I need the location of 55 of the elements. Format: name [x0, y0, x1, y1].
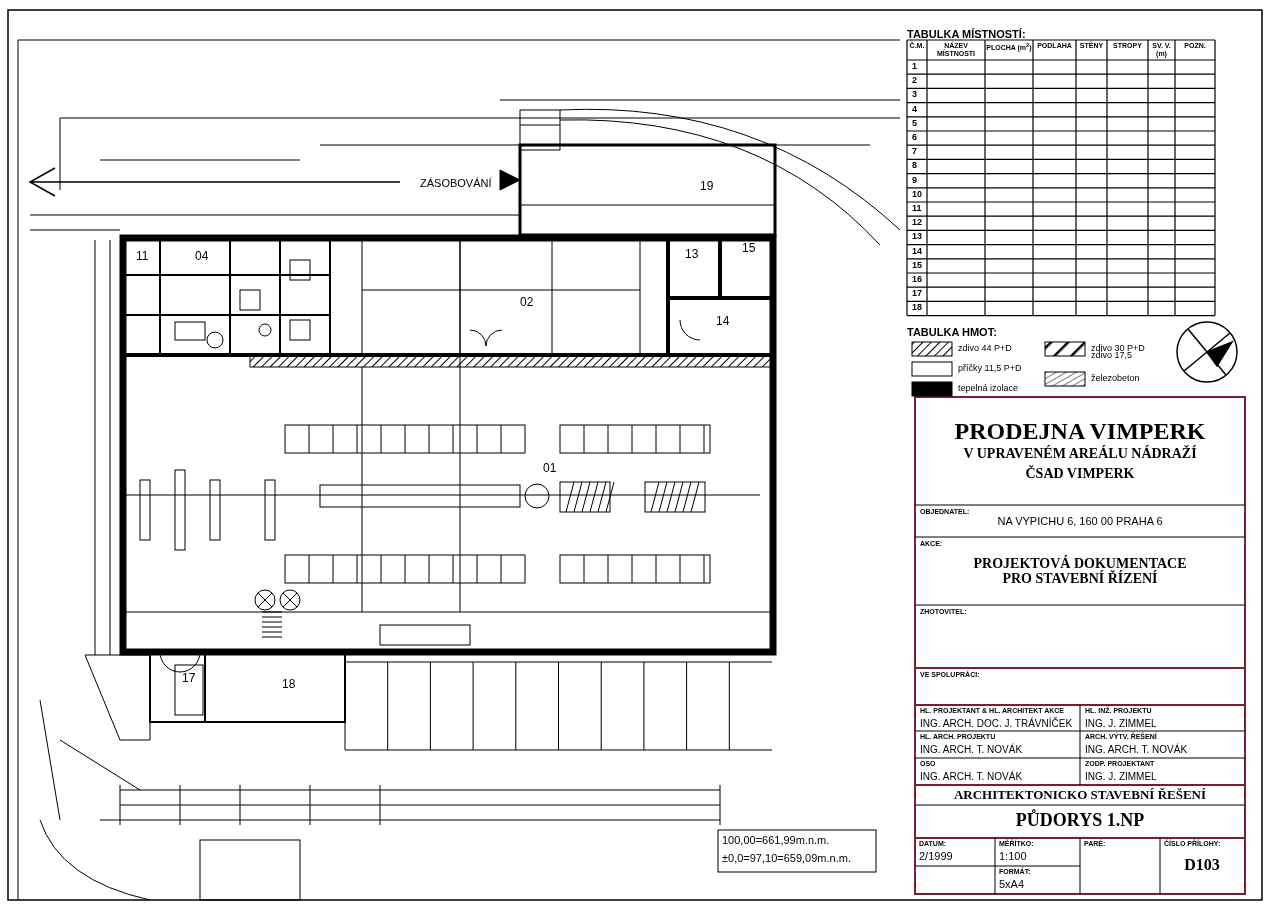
room-number: 7 [912, 147, 917, 158]
drawing-name: PŮDORYS 1.NP [1014, 811, 1146, 831]
room-number: 1 [912, 62, 917, 72]
elevation-note: 100,00=661,99m.n.m. [722, 834, 830, 847]
room-number: 18 [282, 678, 296, 692]
field-value: 5xA4 [999, 878, 1025, 891]
project-phase: PROJEKTOVÁ DOKUMENTACE PRO STAVEBNÍ ŘÍZENÍ [972, 556, 1188, 587]
room-number: 13 [912, 232, 922, 243]
table-title: TABULKA HMOT: [907, 326, 997, 339]
room-number: 5 [912, 118, 917, 129]
room-number: 14 [716, 315, 730, 329]
room-number: 19 [700, 180, 714, 194]
room-number: 12 [912, 218, 922, 229]
legend-label: zdivo 17,5 [1091, 351, 1133, 361]
person-name: ING. J. ZIMMEL [1085, 718, 1157, 729]
room-number: 14 [912, 246, 922, 257]
legend-label: zdivo 44 P+D [958, 344, 1012, 354]
person-name: ING. ARCH. T. NOVÁK [920, 744, 1023, 755]
room-number: 18 [912, 303, 922, 314]
drawing-subtitle: ČSAD VIMPERK [1024, 466, 1136, 482]
room-number: 4 [912, 104, 917, 115]
room-number: 01 [543, 462, 557, 476]
room-number: 11 [912, 204, 922, 214]
room-number: 8 [912, 161, 917, 172]
room-number: 6 [912, 133, 917, 143]
client-address: NA VYPICHU 6, 160 00 PRAHA 6 [996, 515, 1164, 528]
room-number: 10 [912, 189, 922, 200]
room-number: 17 [182, 672, 196, 686]
legend-label: příčky 11,5 P+D [958, 364, 1022, 374]
room-number: 13 [685, 248, 699, 262]
drawing-title: PRODEJNA VIMPERK [953, 418, 1207, 445]
person-name: ING. ARCH. T. NOVÁK [920, 771, 1023, 782]
field-value: 1:100 [999, 850, 1027, 863]
room-number: 04 [195, 250, 209, 264]
sheet-number: D103 [1183, 856, 1221, 874]
field-value: 2/1999 [919, 850, 953, 863]
room-number: 2 [912, 76, 917, 87]
room-number: 15 [742, 242, 756, 256]
room-number: 3 [912, 90, 917, 101]
room-number: 16 [912, 275, 922, 285]
person-name: ING. ARCH. T. NOVÁK [1085, 744, 1188, 755]
room-number: 15 [912, 260, 922, 271]
table-title: TABULKA MÍSTNOSTÍ: [907, 28, 1026, 41]
drawing-subtitle: V UPRAVENÉM AREÁLU NÁDRAŽÍ [962, 446, 1198, 462]
room-number: 17 [912, 289, 922, 300]
person-name: ING. ARCH. DOC. J. TRÁVNÍČEK [920, 718, 1073, 729]
room-number: 11 [136, 250, 149, 264]
elevation-note: ±0,0=97,10=659,09m.n.m. [722, 852, 851, 865]
room-number: 9 [912, 175, 917, 186]
area-label: ZÁSOBOVÁNÍ [420, 177, 492, 190]
legend-label: železobeton [1091, 374, 1140, 384]
drawing-part: ARCHITEKTONICKO STAVEBNÍ ŘEŠENÍ [952, 788, 1208, 803]
legend-label: tepelná izolace [958, 384, 1019, 394]
room-number: 02 [520, 296, 534, 310]
person-name: ING. J. ZIMMEL [1085, 771, 1157, 782]
